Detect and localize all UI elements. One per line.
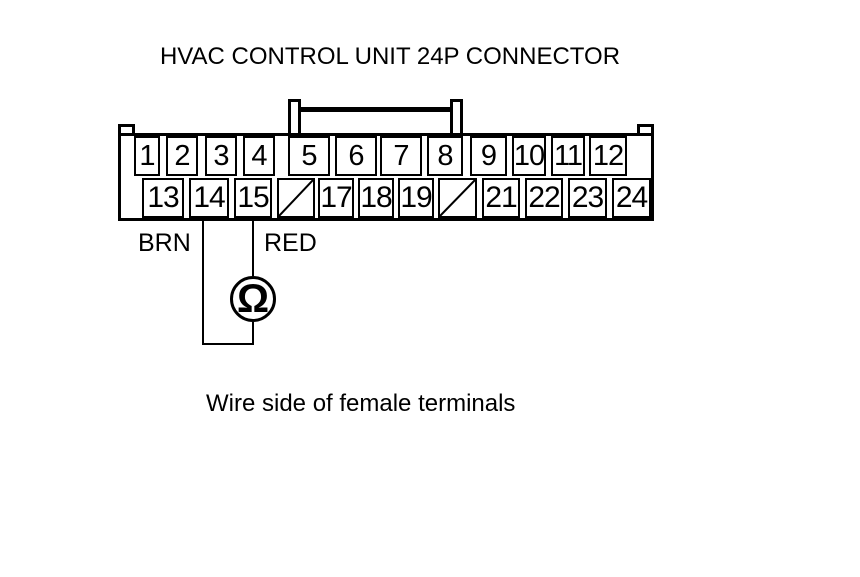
connector-body — [118, 133, 654, 221]
pin-cell-17: 17 — [318, 178, 354, 218]
pin-cell-2: 2 — [166, 136, 198, 176]
pin-cell-8: 8 — [427, 136, 463, 176]
pin-cell-23: 23 — [568, 178, 607, 218]
pin-cell-7: 7 — [380, 136, 422, 176]
pin-cell-21: 21 — [482, 178, 520, 218]
wire-bottom-segment — [202, 343, 254, 345]
latch-bar — [299, 107, 452, 112]
wire-red-lower — [252, 322, 254, 345]
pin-cell-14: 14 — [189, 178, 229, 218]
wire-side-caption: Wire side of female terminals — [206, 390, 516, 417]
wire-label-red: RED — [264, 229, 317, 257]
wire-red-pin15 — [252, 218, 254, 276]
latch-post-left — [288, 99, 301, 136]
pin-cell-5: 5 — [288, 136, 330, 176]
pin-cell-6: 6 — [335, 136, 377, 176]
pin-cell-20-empty — [438, 178, 477, 218]
ohmmeter-symbol: Ω — [230, 276, 276, 322]
pin-cell-1: 1 — [134, 136, 160, 176]
pin-cell-24: 24 — [612, 178, 651, 218]
latch-post-right — [450, 99, 463, 136]
pin-cell-22: 22 — [525, 178, 563, 218]
pin-cell-15: 15 — [234, 178, 272, 218]
slash-icon — [440, 180, 475, 216]
pin-cell-11: 11 — [551, 136, 585, 176]
pin-cell-4: 4 — [243, 136, 275, 176]
pin-cell-10: 10 — [512, 136, 546, 176]
ohm-glyph: Ω — [236, 277, 270, 321]
pin-cell-16-empty — [277, 178, 315, 218]
pin-cell-3: 3 — [205, 136, 237, 176]
pin-cell-13: 13 — [142, 178, 184, 218]
pin-cell-19: 19 — [398, 178, 434, 218]
wire-brn-pin14 — [202, 218, 204, 345]
wire-label-brn: BRN — [138, 229, 191, 257]
pin-cell-12: 12 — [589, 136, 627, 176]
pin-cell-18: 18 — [358, 178, 394, 218]
diagram-title: HVAC CONTROL UNIT 24P CONNECTOR — [159, 43, 621, 70]
slash-icon — [279, 180, 313, 216]
pin-cell-9: 9 — [470, 136, 507, 176]
